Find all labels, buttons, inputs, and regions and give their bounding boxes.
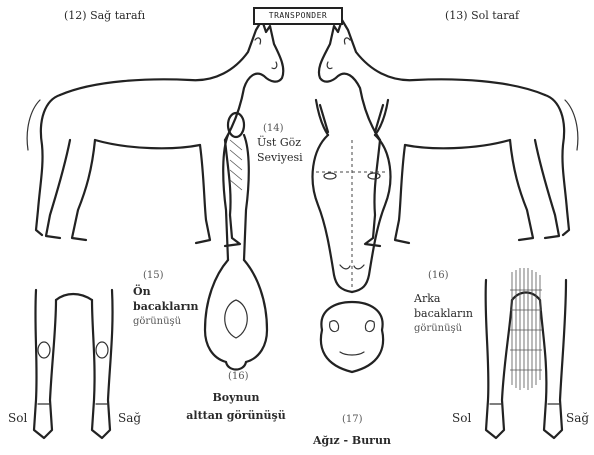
- label-hind-legs-line2: bacakların: [414, 307, 473, 320]
- head-front-figure: [313, 100, 391, 292]
- label-top-eye-line2: Seviyesi: [257, 151, 303, 164]
- label-front-legs-number: (15): [143, 270, 164, 282]
- hind-legs-figure: [486, 268, 566, 438]
- muzzle-figure: [321, 302, 383, 372]
- label-right-side: (12) Sağ tarafı: [64, 9, 145, 22]
- front-legs-figure: [34, 290, 113, 438]
- label-top-eye-number: (14): [263, 123, 284, 135]
- label-neck-line1: Boynun: [195, 391, 277, 404]
- label-neck-line2: alttan görünüşü: [180, 409, 292, 422]
- label-hind-legs-line1: Arka: [414, 292, 440, 305]
- label-top-eye-line1: Üst Göz: [257, 136, 301, 149]
- label-front-sol: Sol: [8, 412, 27, 425]
- label-front-legs-line1: Ön: [133, 285, 151, 298]
- label-muzzle-number: (17): [342, 414, 363, 426]
- label-hind-legs-line3: görünüşü: [414, 323, 462, 335]
- label-hind-sol: Sol: [452, 412, 471, 425]
- label-front-legs-line3: görünüşü: [133, 316, 181, 328]
- label-front-legs-line2: bacakların: [133, 300, 199, 313]
- label-neck-number: (16): [228, 371, 249, 383]
- label-hind-legs-number: (16): [428, 270, 449, 282]
- label-muzzle-line1: Ağız - Burun: [305, 434, 399, 447]
- horse-left-side-figure: [319, 20, 578, 246]
- transponder-badge: TRANSPONDER: [253, 7, 343, 25]
- label-left-side: (13) Sol taraf: [445, 9, 519, 22]
- label-front-sag: Sağ: [118, 412, 141, 425]
- label-hind-sag: Sağ: [566, 412, 589, 425]
